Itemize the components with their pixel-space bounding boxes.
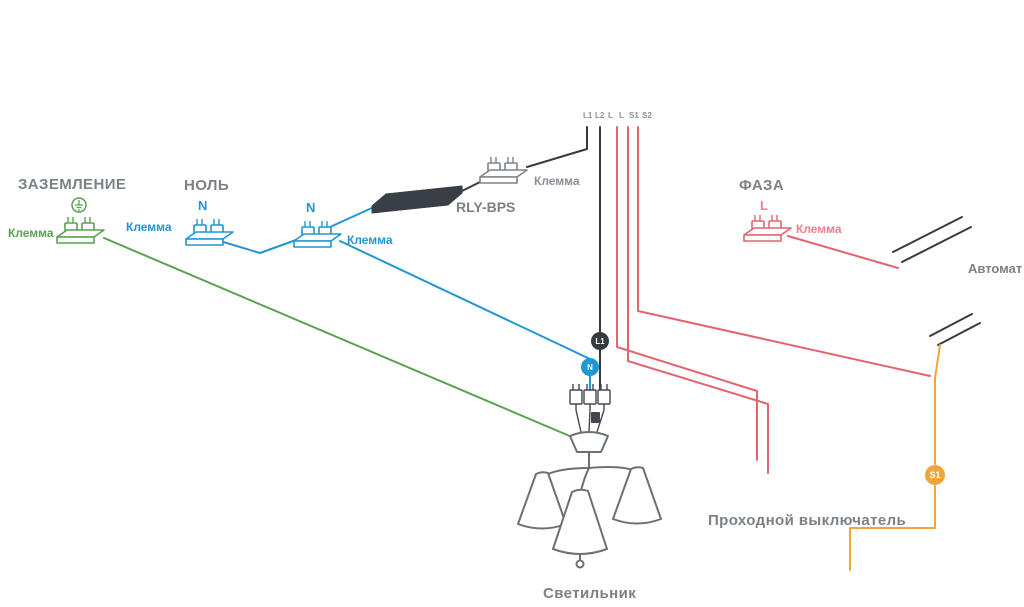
terminal-to-rly-wire [461, 181, 481, 192]
rly-terminal [479, 156, 528, 184]
switch-wire-3 [637, 126, 931, 377]
top-terminal-s2: S2 [642, 111, 652, 120]
lamp-finial [575, 559, 585, 569]
rly-bps-label: RLY-BPS [456, 199, 515, 215]
breaker-lead-upper-1 [892, 216, 963, 253]
switch-loop-wire-lower [849, 485, 936, 571]
top-terminal-l3: L [608, 111, 613, 120]
lamp-shade-center [552, 488, 608, 555]
top-terminal-l2: L2 [595, 111, 605, 120]
phase-terminal-label: Клемма [796, 222, 842, 236]
lamp-label: Светильник [543, 585, 636, 602]
node-s1-badge: S1 [925, 465, 945, 485]
phase-terminal [743, 214, 792, 242]
breaker-lead-lower-2 [937, 322, 981, 346]
neutral-title: НОЛЬ [184, 177, 229, 194]
neutral-to-rly-wire [329, 206, 375, 228]
neutral-terminal-1-label: Клемма [126, 220, 172, 234]
breaker-lead-lower-1 [929, 313, 973, 337]
neutral-link-wire [219, 239, 297, 254]
top-terminal-l4: L [619, 111, 624, 120]
lamp-plug [591, 412, 600, 423]
switch-loop-wire-upper [934, 344, 941, 465]
breaker-lead-upper-2 [901, 226, 972, 263]
switch-wire-1 [616, 126, 758, 461]
top-terminal-l1: L1 [583, 111, 593, 120]
ground-title: ЗАЗЕМЛЕНИЕ [18, 176, 126, 193]
neutral-1-marker: N [198, 198, 207, 213]
chandelier-canopy [569, 431, 609, 453]
phase-marker: L [760, 198, 768, 213]
switch-label: Проходной выключатель [708, 512, 906, 529]
ground-terminal-label: Клемма [8, 226, 54, 240]
phase-top-to-terminal-wire [526, 126, 588, 168]
lamp-shade-left [517, 471, 567, 530]
node-l1-badge: L1 [591, 332, 609, 350]
neutral-main-wire [339, 240, 591, 360]
node-s1-label: S1 [929, 470, 940, 480]
node-n-badge: N [581, 358, 599, 376]
ground-symbol-icon [71, 197, 87, 213]
node-l1-label: L1 [595, 337, 605, 346]
rly-bps-module [371, 185, 463, 214]
top-terminal-s1: S1 [629, 111, 639, 120]
breaker-label: Автомат [968, 261, 1022, 276]
chandelier [517, 431, 662, 569]
ground-wire [103, 237, 573, 438]
neutral-2-marker: N [306, 200, 315, 215]
ground-terminal [56, 216, 105, 244]
switch-wire-2 [627, 126, 769, 474]
neutral-terminal-2-label: Клемма [347, 233, 393, 247]
phase-to-breaker-wire [787, 235, 899, 269]
lamp-connector-strip [569, 384, 611, 433]
phase-title: ФАЗА [739, 177, 784, 194]
node-n-label: N [587, 363, 593, 372]
lamp-shade-right [612, 466, 662, 525]
rly-terminal-label: Клемма [534, 174, 580, 188]
neutral-terminal-1 [185, 218, 234, 246]
